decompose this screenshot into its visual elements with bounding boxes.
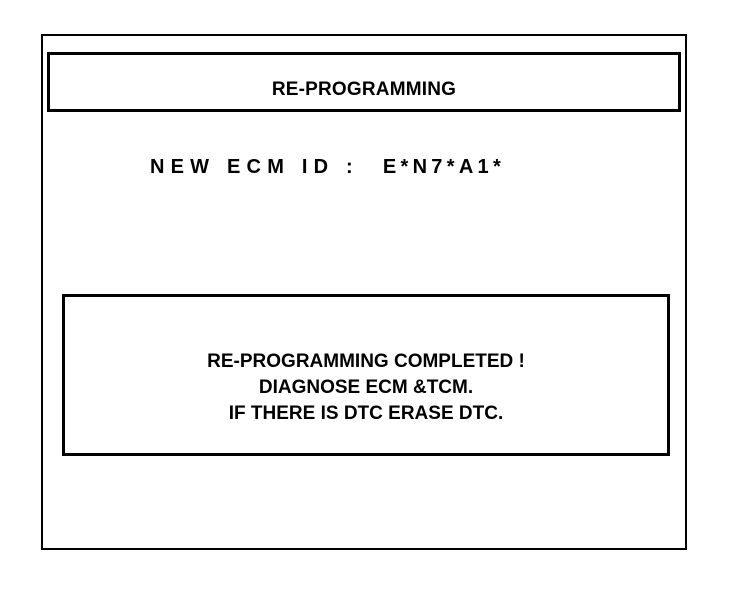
new-ecm-id-label: NEW ECM ID : xyxy=(150,155,359,178)
page-title: RE-PROGRAMMING xyxy=(271,79,457,100)
completion-message-box: RE-PROGRAMMING COMPLETED ! DIAGNOSE ECM … xyxy=(62,294,670,456)
screen-frame xyxy=(41,34,687,550)
title-bar: RE-PROGRAMMING xyxy=(47,52,681,112)
completion-message: RE-PROGRAMMING COMPLETED ! DIAGNOSE ECM … xyxy=(65,349,667,427)
message-line-erase-dtc: IF THERE IS DTC ERASE DTC. xyxy=(228,403,504,424)
message-line-completed: RE-PROGRAMMING COMPLETED ! xyxy=(207,351,525,372)
new-ecm-id-row: NEW ECM ID : E*N7*A1* xyxy=(150,152,610,182)
message-line-diagnose: DIAGNOSE ECM &TCM. xyxy=(258,377,474,398)
new-ecm-id-value: E*N7*A1* xyxy=(382,155,506,178)
